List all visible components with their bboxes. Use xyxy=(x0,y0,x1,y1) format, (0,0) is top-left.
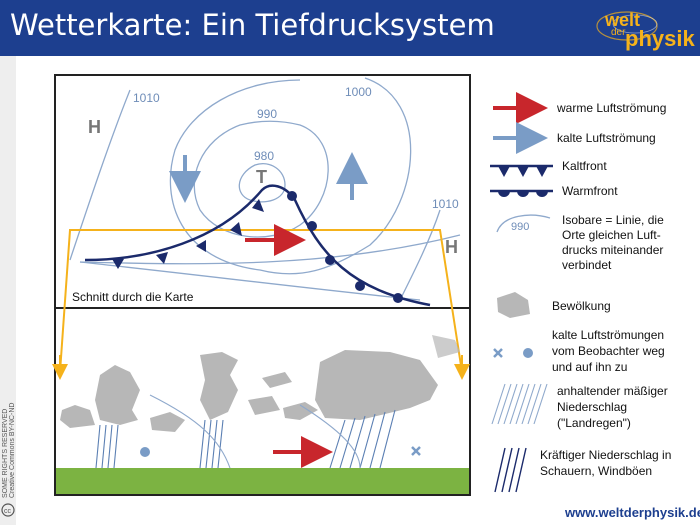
logo-text-der: der xyxy=(611,27,626,38)
legend-cold-dir-3: und auf ihn zu xyxy=(552,360,627,374)
legend-cloud-label: Bewölkung xyxy=(552,299,611,313)
high-pressure-left: H xyxy=(88,117,101,137)
warm-front-semicircles xyxy=(287,191,403,303)
legend-cold-dir-1: kalte Luftströmungen xyxy=(552,328,664,342)
isobar-label-990: 990 xyxy=(257,107,277,121)
license-sidebar xyxy=(0,56,16,525)
logo-orbit-icon xyxy=(596,11,658,41)
legend-isobar-icon xyxy=(496,214,551,233)
legend-steady-rain-3: ("Landregen") xyxy=(557,416,631,430)
legend-flow-toward-icon xyxy=(523,348,533,358)
logo-text-physik: physik xyxy=(625,26,695,51)
legend-steady-rain-2: Niederschlag xyxy=(557,400,627,414)
legend-flow-away-icon xyxy=(493,348,503,358)
legend-isobar-desc-4: verbindet xyxy=(562,258,612,272)
low-pressure-center: T xyxy=(256,167,267,187)
legend-cold-flow-label: kalte Luftströmung xyxy=(557,131,656,145)
footer-website-link[interactable]: www.weltderphysik.de xyxy=(565,505,700,520)
legend-isobar-desc-1: Isobare = Linie, die xyxy=(562,213,664,227)
welt-der-physik-logo: welt der physik xyxy=(585,4,695,54)
legend-steady-rain-icon xyxy=(491,383,548,425)
legend-cold-front-label: Kaltfront xyxy=(562,159,607,173)
legend-isobar-desc-3: drucks miteinander xyxy=(562,243,663,257)
cross-section-rain-streaks xyxy=(95,409,396,469)
legend-steady-rain-1: anhaltender mäßiger xyxy=(557,384,668,398)
legend-warm-front-label: Warmfront xyxy=(562,184,618,198)
legend-warm-front-icon xyxy=(490,189,553,197)
isobar-label-1000: 1000 xyxy=(345,85,372,99)
cross-section-clouds xyxy=(60,335,460,432)
isobar-lines xyxy=(69,77,461,301)
legend-isobar-desc-2: Orte gleichen Luft- xyxy=(562,228,661,242)
section-label: Schnitt durch die Karte xyxy=(72,290,194,304)
cross-section-isobars xyxy=(149,394,361,469)
high-pressure-right: H xyxy=(445,237,458,257)
isobar-label-1010-right: 1010 xyxy=(432,197,459,211)
front-line xyxy=(84,184,431,307)
header-bar: Wetterkarte: Ein Tiefdrucksystem welt de… xyxy=(0,0,700,56)
ground-strip xyxy=(56,468,469,494)
cold-front-triangles xyxy=(112,199,264,269)
page-title: Wetterkarte: Ein Tiefdrucksystem xyxy=(10,8,495,42)
svg-text:cc: cc xyxy=(4,508,12,515)
logo-text-welt: welt xyxy=(605,10,641,30)
legend-cold-front-icon xyxy=(490,164,553,177)
isobar-label-1010-left: 1010 xyxy=(133,91,160,105)
section-flow-toward-icon xyxy=(140,447,150,457)
section-outline xyxy=(59,229,463,373)
legend-heavy-rain-icon xyxy=(494,447,527,493)
legend-cloud-icon xyxy=(497,292,530,318)
map-frame xyxy=(54,74,471,496)
legend-heavy-rain-1: Kräftiger Niederschlag in xyxy=(540,448,671,462)
creative-commons-icon: cc xyxy=(1,503,15,517)
isobar-label-980: 980 xyxy=(254,149,274,163)
section-flow-away-icon xyxy=(411,446,421,456)
legend-warm-flow-label: warme Luftströmung xyxy=(556,101,666,115)
legend-isobar-value: 990 xyxy=(511,221,529,233)
license-note: cc SOME RIGHTS RESERVED Creative Commons… xyxy=(0,380,16,520)
legend-cold-dir-2: vom Beobachter weg xyxy=(552,344,665,358)
legend-heavy-rain-2: Schauern, Windböen xyxy=(540,464,652,478)
